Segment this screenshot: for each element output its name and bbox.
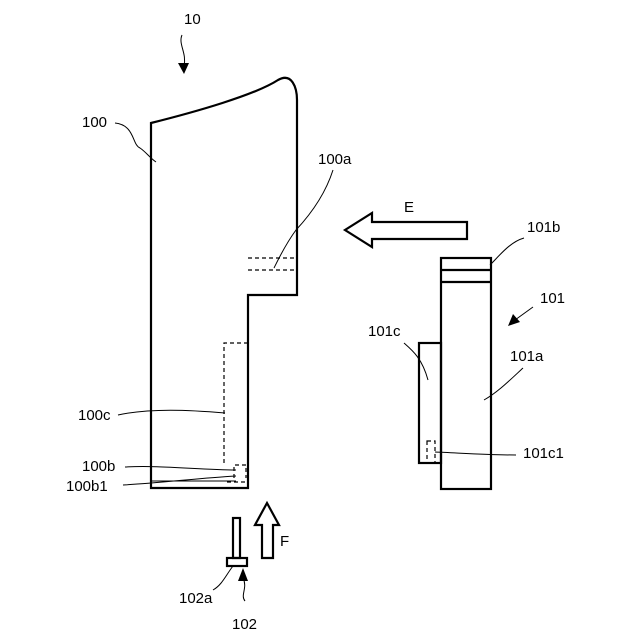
label-100a: 100a (318, 151, 352, 168)
leader-100a (274, 170, 333, 268)
label-100b1: 100b1 (66, 478, 108, 495)
leader-100c (118, 410, 225, 415)
label-101b: 101b (527, 219, 560, 236)
leader-100b (125, 467, 236, 470)
channel-100c (224, 343, 248, 465)
part-101b (441, 270, 491, 282)
pin-102 (227, 518, 247, 566)
leader-101b (490, 238, 524, 265)
arrow-ref-101 (508, 307, 533, 326)
leader-100 (115, 123, 156, 162)
label-101c: 101c (368, 323, 401, 340)
label-102a: 102a (179, 590, 213, 607)
label-10: 10 (184, 11, 201, 28)
leader-101c1 (435, 452, 516, 455)
label-101: 101 (540, 290, 565, 307)
arrow-f (255, 503, 279, 558)
label-100b: 100b (82, 458, 115, 475)
part-101c1 (427, 441, 435, 463)
label-100: 100 (82, 114, 107, 131)
recess-100a (248, 258, 297, 270)
arrow-ref-10 (178, 35, 189, 74)
label-e: E (404, 199, 414, 216)
arrow-e (345, 213, 467, 247)
leader-102a (213, 566, 233, 590)
label-101a: 101a (510, 348, 544, 365)
arrow-ref-102 (238, 568, 248, 601)
label-102: 102 (232, 616, 257, 633)
leader-101a (484, 368, 523, 400)
label-f: F (280, 533, 289, 550)
leader-101c (404, 343, 428, 380)
part-101c (419, 343, 441, 463)
label-101c1: 101c1 (523, 445, 564, 462)
label-100c: 100c (78, 407, 111, 424)
